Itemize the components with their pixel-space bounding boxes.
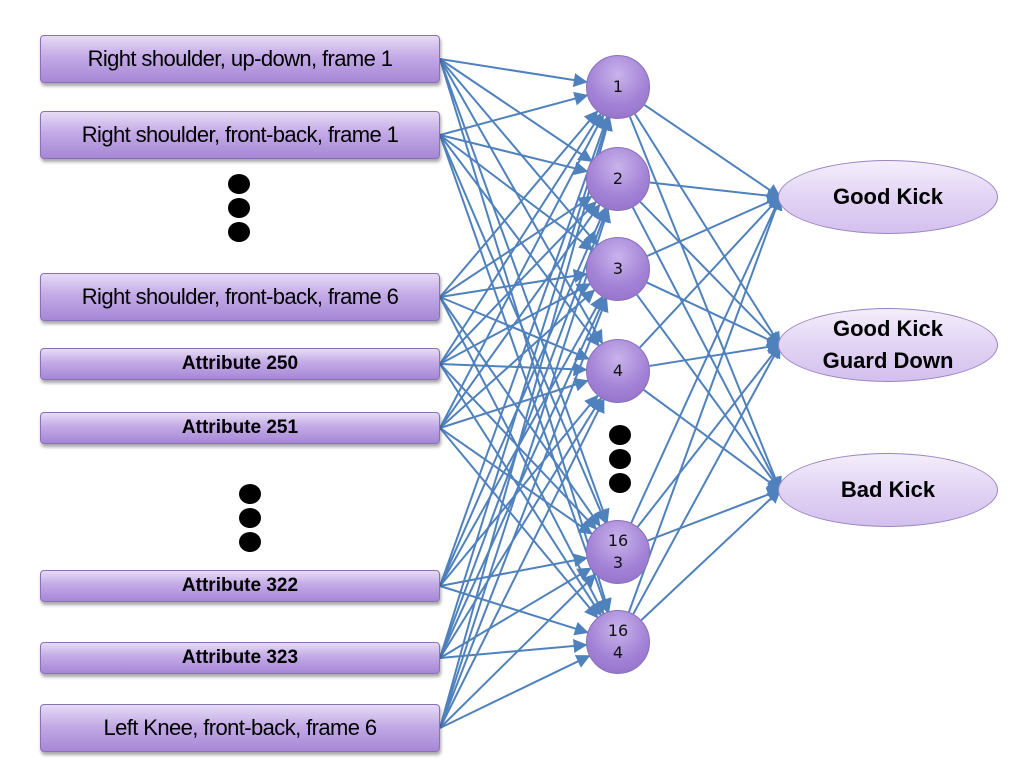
connection-arrow xyxy=(439,58,610,524)
ellipsis-dot xyxy=(239,508,261,528)
output-node: Good Kick Guard Down xyxy=(778,308,998,382)
connection-arrow xyxy=(439,269,588,298)
output-node-label: Good Kick xyxy=(832,316,943,341)
connection-arrow xyxy=(439,114,605,429)
connection-arrow xyxy=(439,567,592,659)
input-node: Attribute 250 xyxy=(40,348,440,380)
connection-arrow xyxy=(439,573,597,729)
connection-arrow xyxy=(630,195,782,524)
hidden-node: 1 xyxy=(586,55,650,119)
ellipsis-dot xyxy=(228,198,250,218)
ellipsis-dot xyxy=(239,484,261,504)
hidden-node-label: 4 xyxy=(612,361,624,380)
connection-arrow xyxy=(439,655,591,729)
hidden-node: 3 xyxy=(586,237,650,301)
connection-arrow xyxy=(439,398,605,729)
connection-arrow xyxy=(439,134,589,176)
connection-arrow xyxy=(439,427,593,535)
hidden-node: 4 xyxy=(586,339,650,403)
output-node-label: Good Kick xyxy=(832,184,943,209)
output-node: Good Kick xyxy=(778,160,998,234)
connection-arrow xyxy=(643,389,782,491)
input-node: Right shoulder, up-down, frame 1 xyxy=(40,35,440,83)
connection-arrow xyxy=(439,116,612,659)
input-node: Attribute 322 xyxy=(40,570,440,602)
ellipsis-dot xyxy=(228,174,250,194)
hidden-node-label: 3 xyxy=(612,259,624,278)
connection-arrow xyxy=(439,394,599,587)
input-node: Right shoulder, front-back, frame 1 xyxy=(40,111,440,159)
connection-arrow xyxy=(439,297,609,729)
connection-arrow xyxy=(439,397,602,659)
connection-arrow xyxy=(649,181,782,203)
connection-arrow xyxy=(439,91,589,136)
connection-arrow xyxy=(439,110,599,298)
hidden-node: 16 3 xyxy=(586,520,650,584)
hidden-node: 2 xyxy=(586,147,650,211)
input-node: Right shoulder, front-back, frame 6 xyxy=(40,273,440,321)
input-ellipsis-lower xyxy=(239,484,261,552)
connection-arrow xyxy=(631,206,781,492)
connection-arrow xyxy=(439,58,593,162)
connection-arrow xyxy=(646,195,782,257)
connection-arrow xyxy=(640,489,782,621)
connection-arrow xyxy=(639,195,781,349)
ellipsis-dot xyxy=(609,449,631,469)
connection-arrow xyxy=(643,104,782,198)
connection-arrow xyxy=(649,340,782,367)
connection-arrow xyxy=(439,116,613,729)
connection-arrow xyxy=(439,203,601,429)
hidden-node-label: 3 xyxy=(612,553,624,572)
connection-arrow xyxy=(439,58,588,87)
output-node: Bad Kick xyxy=(778,453,998,527)
ellipsis-dot xyxy=(609,473,631,493)
connection-arrow xyxy=(439,134,594,251)
hidden-node-label: 2 xyxy=(612,169,624,188)
ellipsis-dot xyxy=(228,222,250,242)
connection-arrow xyxy=(636,343,781,528)
hidden-node-label: 16 xyxy=(607,621,629,640)
connection-arrow xyxy=(628,195,783,613)
connection-arrow xyxy=(647,487,782,542)
ellipsis-dot xyxy=(609,425,631,445)
connection-arrow xyxy=(439,207,607,587)
hidden-node: 16 4 xyxy=(586,610,650,674)
hidden-ellipsis xyxy=(609,425,631,493)
hidden-node-label: 1 xyxy=(612,77,624,96)
hidden-node-label: 16 xyxy=(607,531,629,550)
connection-arrow xyxy=(439,58,612,613)
hidden-node-label: 4 xyxy=(612,643,624,662)
connection-arrow xyxy=(439,208,611,729)
connection-arrow xyxy=(439,296,606,659)
connection-arrow xyxy=(439,201,597,365)
connection-arrow xyxy=(632,343,781,615)
connection-arrow xyxy=(439,112,602,365)
connection-arrow xyxy=(439,207,610,659)
input-node: Left Knee, front-back, frame 6 xyxy=(40,704,440,752)
output-node-label: Bad Kick xyxy=(840,477,936,502)
input-ellipsis-upper xyxy=(228,174,250,242)
input-node: Attribute 323 xyxy=(40,642,440,674)
input-node: Attribute 251 xyxy=(40,412,440,444)
output-node-label: Guard Down xyxy=(822,348,954,373)
connection-arrow xyxy=(439,115,610,587)
connection-arrow xyxy=(439,296,601,527)
connection-arrow xyxy=(439,134,607,524)
connection-arrow xyxy=(629,116,782,492)
ellipsis-dot xyxy=(239,532,261,552)
connection-arrow xyxy=(439,58,599,246)
connection-arrow xyxy=(646,281,782,346)
